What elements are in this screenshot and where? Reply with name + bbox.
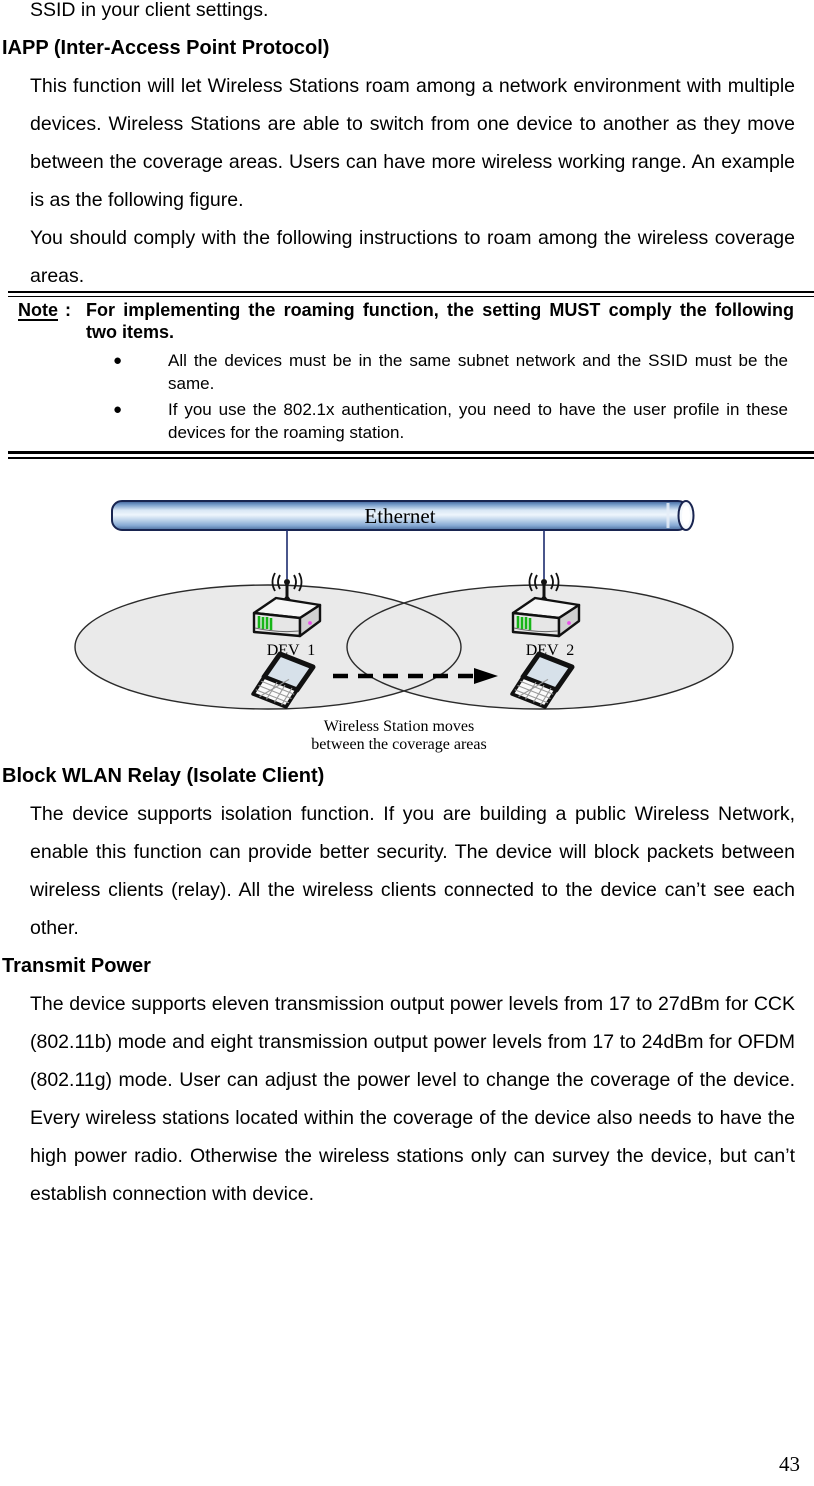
note-block: Note: For implementing the roaming funct…	[0, 291, 814, 459]
block-wlan-heading: Block WLAN Relay (Isolate Client)	[2, 765, 325, 787]
block-wlan-paragraph: The device supports isolation function. …	[30, 803, 795, 939]
note-bullet-item: ● All the devices must be in the same su…	[18, 349, 794, 395]
note-colon: :	[65, 300, 71, 320]
transmit-power-heading: Transmit Power	[2, 955, 151, 977]
bullet-text: If you use the 802.1x authentication, yo…	[168, 400, 788, 442]
iapp-paragraph-2: You should comply with the following ins…	[30, 227, 795, 287]
caption-line2: between the coverage areas	[311, 736, 486, 753]
iapp-paragraph-1: This function will let Wireless Stations…	[30, 75, 795, 211]
bullet-icon: ●	[113, 401, 123, 418]
roaming-arrow	[333, 668, 498, 684]
transmit-power-paragraph: The device supports eleven transmission …	[30, 993, 795, 1205]
note-label: Note	[18, 300, 58, 320]
ethernet-pipe: Ethernet	[111, 500, 695, 531]
note-bottom-rule	[8, 451, 814, 459]
ethernet-label: Ethernet	[364, 504, 435, 528]
note-bullet-item: ● If you use the 802.1x authentication, …	[18, 398, 794, 444]
page-number: 43	[779, 1452, 800, 1476]
note-head: Note: For implementing the roaming funct…	[18, 299, 794, 343]
note-text: For implementing the roaming function, t…	[86, 300, 794, 342]
caption-line1: Wireless Station moves	[324, 718, 474, 735]
bullet-text: All the devices must be in the same subn…	[168, 351, 788, 393]
note-top-rule	[8, 291, 814, 297]
figure-caption: Wireless Station moves between the cover…	[311, 718, 486, 753]
roaming-figure: Ethernet DEV 1 DEV 2 Wireless Station mo…	[74, 500, 734, 753]
note-bullet-list: ● All the devices must be in the same su…	[18, 349, 794, 444]
iapp-heading: IAPP (Inter-Access Point Protocol)	[2, 37, 330, 59]
intro-line: SSID in your client settings.	[30, 0, 269, 21]
bullet-icon: ●	[113, 352, 123, 369]
